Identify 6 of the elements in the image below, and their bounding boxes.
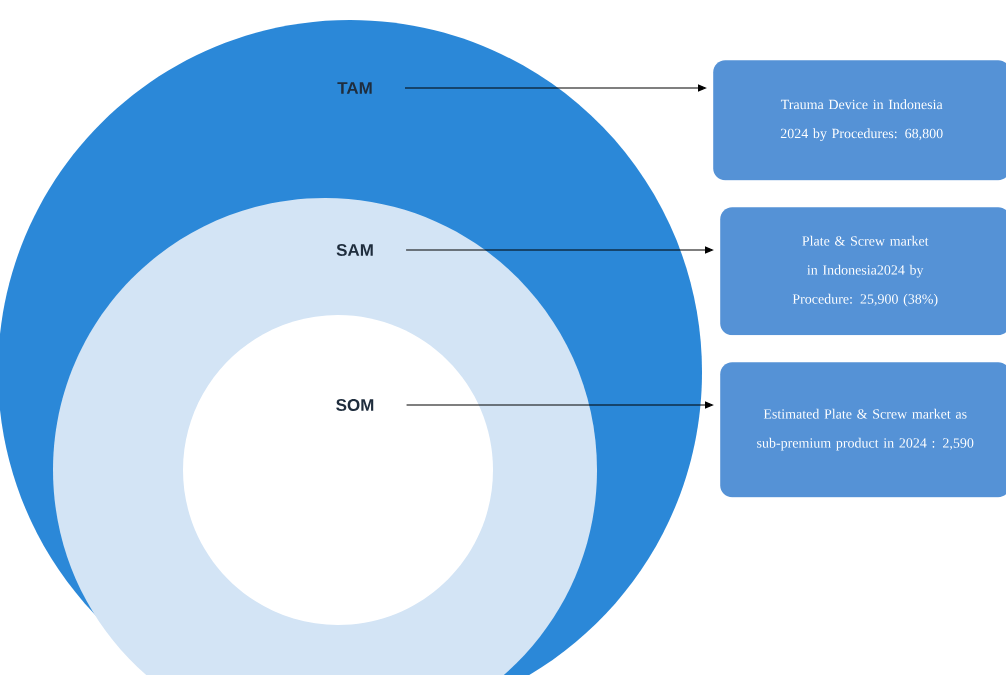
circle-label: SAM (336, 244, 373, 257)
circle-label: SOM (336, 399, 374, 412)
text-box: Plate & Screw market in Indonesia2024 by Procedure: 25,900 (38%) (720, 207, 1006, 336)
text-box: Trauma Device in Indonesia 2024 by Procedures: 68,800 (713, 60, 1006, 181)
text-box: Estimated Plate & Screw market as sub-premium product in 2024 : 2,590 (720, 362, 1006, 498)
circle-label: TAM (337, 82, 372, 94)
